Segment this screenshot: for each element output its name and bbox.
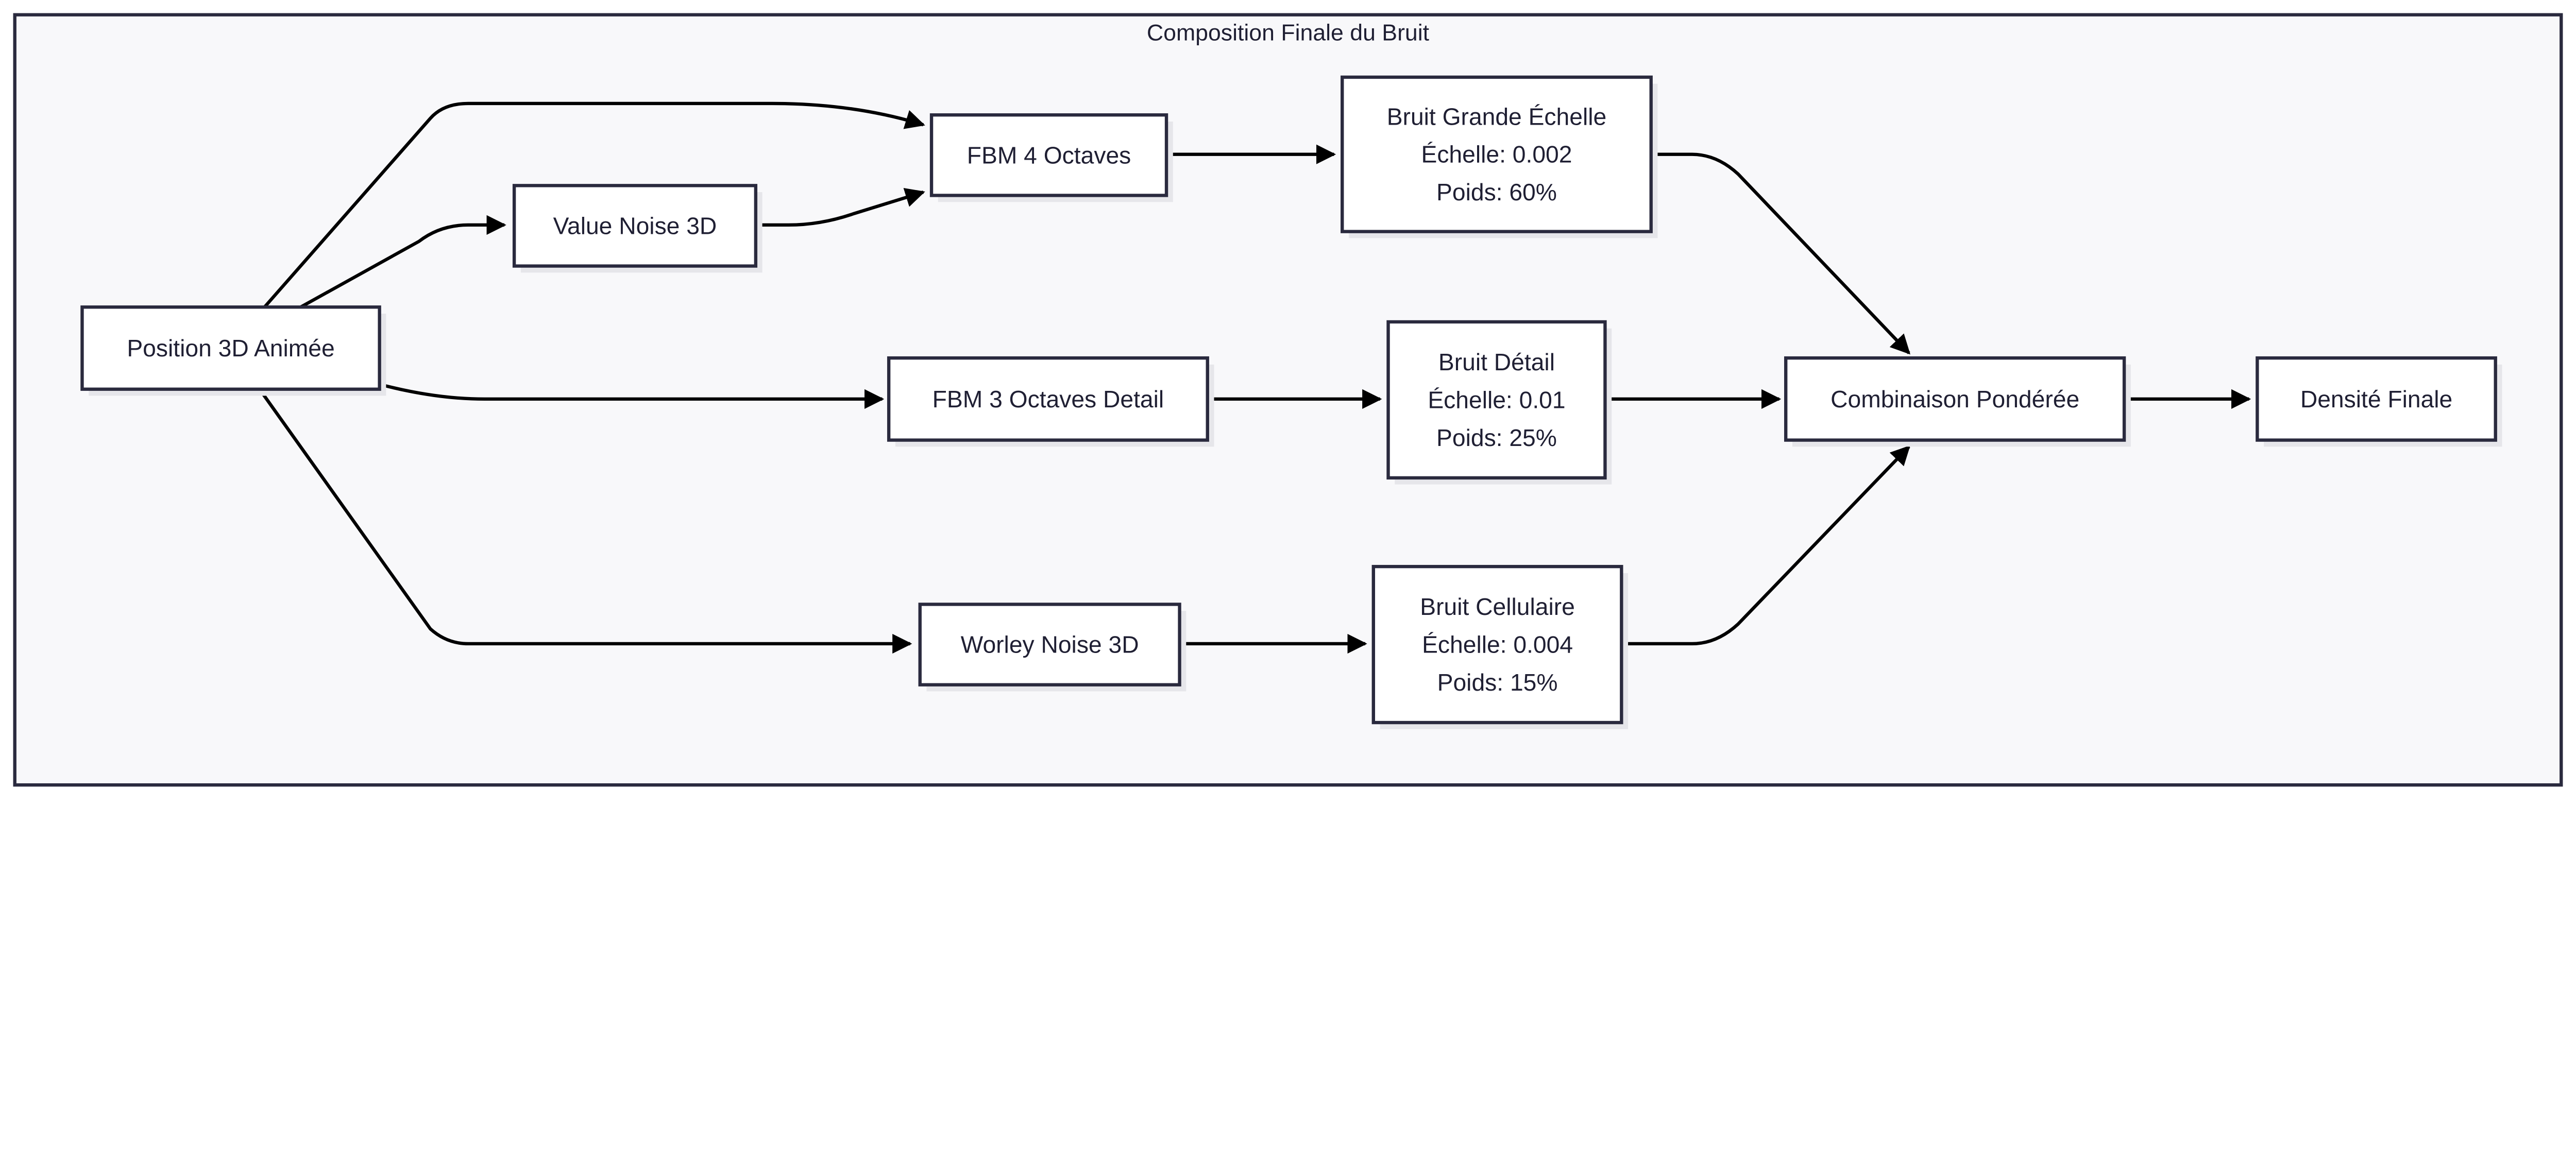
node-label: Échelle: 0.002 bbox=[1421, 141, 1572, 168]
nodes: Position 3D Animée Value Noise 3D FBM 4 Oc… bbox=[80, 75, 2502, 729]
edge-position-fbm3 bbox=[379, 383, 885, 409]
node-fbm3: FBM 3 Octaves Detail bbox=[887, 356, 1214, 447]
edge-position-value-noise bbox=[300, 215, 506, 309]
node-label: FBM 4 Octaves bbox=[967, 142, 1131, 168]
edge-position-worley bbox=[258, 388, 912, 654]
node-box bbox=[929, 113, 1168, 197]
edge-position-fbm4 bbox=[263, 101, 925, 308]
edge-cellulaire-combinaison bbox=[1621, 445, 1911, 646]
node-box bbox=[1371, 564, 1623, 725]
node-fbm4: FBM 4 Octaves bbox=[929, 113, 1173, 202]
node-value-noise: Value Noise 3D bbox=[512, 184, 762, 273]
node-label: Densité Finale bbox=[2300, 386, 2452, 413]
edge-value-noise-fbm4 bbox=[755, 187, 925, 227]
node-box bbox=[1341, 75, 1653, 233]
node-label: Value Noise 3D bbox=[553, 212, 717, 239]
cluster-title: Composition Finale du Bruit bbox=[1147, 20, 1430, 45]
node-label: Position 3D Animée bbox=[127, 335, 334, 362]
node-label: Échelle: 0.004 bbox=[1422, 631, 1573, 658]
node-combinaison: Combinaison Pondérée bbox=[1784, 356, 2131, 447]
node-box bbox=[918, 603, 1181, 686]
node-position: Position 3D Animée bbox=[80, 305, 386, 396]
node-box bbox=[1784, 356, 2126, 442]
edge-grande-combinaison bbox=[1651, 152, 1910, 355]
edges bbox=[258, 101, 2251, 654]
node-box bbox=[80, 305, 381, 391]
node-label: Bruit Détail bbox=[1438, 349, 1555, 375]
node-worley: Worley Noise 3D bbox=[918, 603, 1187, 692]
node-label: Worley Noise 3D bbox=[961, 631, 1139, 658]
node-box bbox=[1386, 320, 1607, 480]
node-box bbox=[887, 356, 1209, 442]
flowchart-diagram: Composition Finale du Bruit Position 3D … bbox=[13, 13, 2563, 787]
node-box bbox=[512, 184, 758, 268]
node-label: Poids: 15% bbox=[1437, 669, 1558, 696]
node-label: Poids: 60% bbox=[1436, 179, 1557, 205]
node-label: FBM 3 Octaves Detail bbox=[933, 386, 1164, 413]
node-densite: Densité Finale bbox=[2256, 356, 2502, 447]
node-label: Bruit Cellulaire bbox=[1420, 593, 1575, 620]
node-label: Poids: 25% bbox=[1436, 424, 1557, 451]
node-label: Échelle: 0.01 bbox=[1428, 386, 1565, 413]
node-box bbox=[2256, 356, 2497, 442]
node-label: Bruit Grande Échelle bbox=[1387, 103, 1606, 130]
node-label: Combinaison Pondérée bbox=[1831, 386, 2079, 413]
